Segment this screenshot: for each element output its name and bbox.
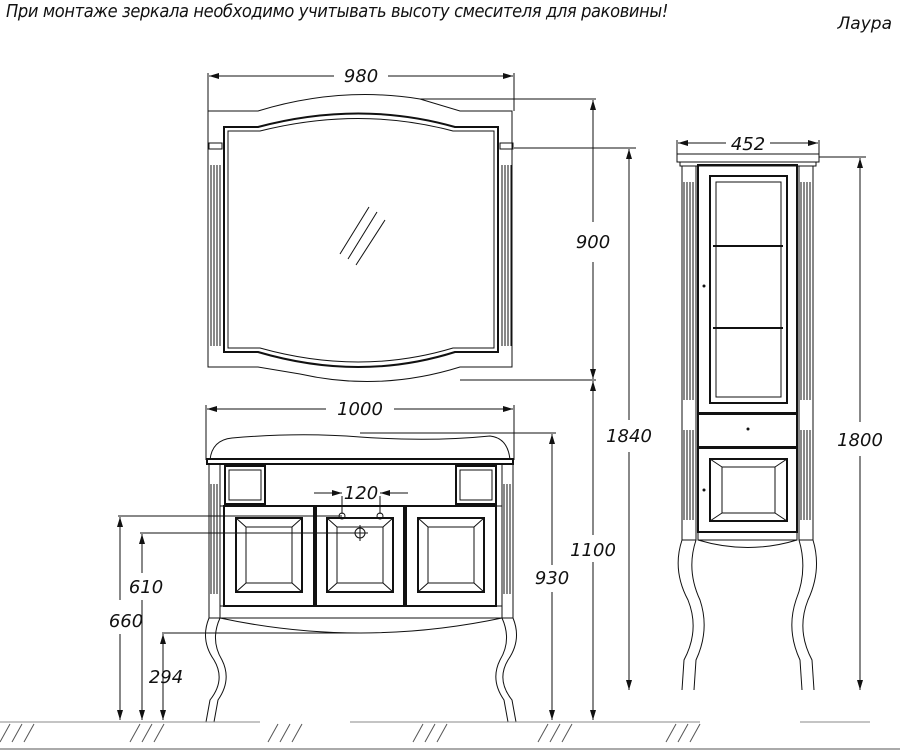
vanity-left-fluting — [210, 484, 218, 594]
right-pilaster — [501, 463, 514, 619]
vanity-height-1100-label: 1100 — [570, 540, 616, 561]
left-small-drawer — [224, 465, 266, 505]
mirror-width-label: 980 — [344, 66, 378, 87]
cabinet-right-fluting — [800, 182, 811, 520]
apron-curve — [219, 617, 503, 634]
mirror-outer-frame — [207, 94, 513, 382]
mirror-height-label: 900 — [576, 232, 610, 253]
floor-line — [0, 721, 900, 750]
left-leg — [204, 617, 220, 723]
cabinet-width-label: 452 — [731, 134, 765, 155]
drawer-knob — [746, 427, 750, 431]
cabinet-drawer — [697, 413, 798, 448]
installation-note: При монтаже зеркала необходимо учитывать… — [6, 2, 669, 22]
cabinet-right-leg — [802, 539, 818, 691]
mirror-right-capital — [499, 142, 514, 150]
cabinet-right-pilaster — [798, 165, 814, 541]
mirror — [207, 73, 636, 382]
mirror-right-fluting — [501, 165, 512, 346]
height-610-label: 610 — [129, 577, 163, 598]
overall-height-label: 1840 — [606, 426, 652, 447]
right-leg — [502, 617, 518, 723]
height-660-label: 660 — [109, 611, 143, 632]
cabinet-left-pilaster — [681, 165, 697, 541]
mirror-inner-frame — [223, 112, 499, 368]
mirror-left-capital — [208, 142, 223, 150]
mirror-glass-reflection — [339, 206, 386, 266]
cabinet-glass-door — [697, 164, 798, 414]
door-knob — [702, 284, 706, 288]
vanity-width-label: 1000 — [337, 399, 383, 420]
cabinet-left-fluting — [683, 182, 694, 520]
cabinet-cornice — [676, 153, 820, 163]
cabinet-height-label: 1800 — [837, 430, 883, 451]
cabinet-left-leg — [677, 539, 694, 691]
mirror-left-fluting — [210, 165, 221, 346]
series-name: Лаура — [837, 14, 892, 34]
height-294-label: 294 — [149, 667, 183, 688]
countertop — [206, 458, 514, 465]
tall-cabinet — [676, 140, 866, 691]
floor-hatching — [0, 723, 701, 743]
basin-top — [209, 434, 511, 461]
plinth — [219, 605, 503, 619]
vanity-height-930-label: 930 — [535, 568, 569, 589]
right-small-drawer — [455, 465, 497, 505]
tap-spacing-label: 120 — [344, 483, 378, 504]
left-pilaster — [208, 463, 221, 619]
vanity — [117, 381, 596, 723]
vanity-right-fluting — [503, 484, 511, 594]
